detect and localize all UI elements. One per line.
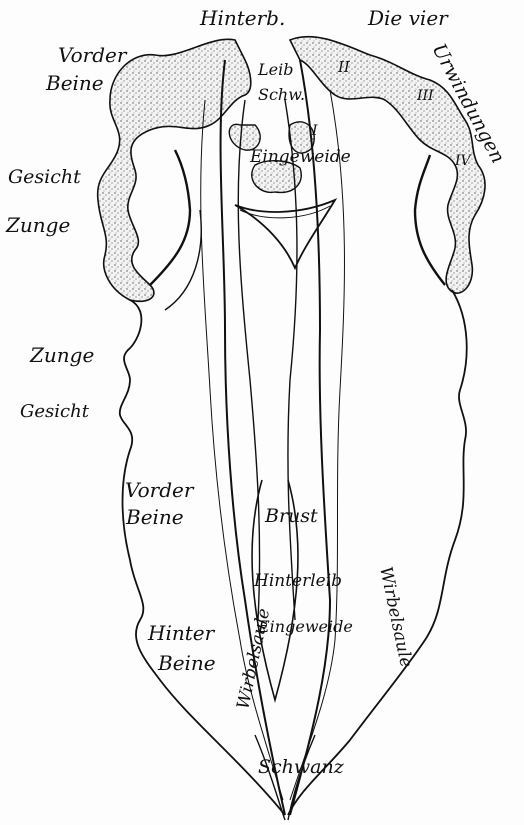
label-zunge-mid: Zunge bbox=[29, 343, 94, 367]
label-schwanz: Schwanz bbox=[258, 756, 345, 778]
label-gesicht-top: Gesicht bbox=[8, 166, 81, 188]
label-hinter: Hinter bbox=[147, 621, 216, 645]
label-zunge-top: Zunge bbox=[5, 213, 70, 237]
numeral-3: III bbox=[416, 88, 434, 104]
numeral-1: I bbox=[311, 123, 318, 139]
label-beine-top: Beine bbox=[45, 71, 104, 95]
label-hinterleib: Hinterleib bbox=[253, 571, 342, 591]
label-eingeweide-top: Eingeweide bbox=[249, 147, 351, 167]
label-beine-bottom: Beine bbox=[157, 651, 216, 675]
label-vorder-mid: Vorder bbox=[125, 478, 195, 502]
numeral-2: II bbox=[337, 58, 351, 76]
label-hinterb: Hinterb. bbox=[199, 6, 285, 30]
label-beine-mid: Beine bbox=[125, 505, 184, 529]
label-wirbelsaule-left: Wirbelsaule bbox=[233, 607, 274, 711]
label-vorder-top: Vorder bbox=[58, 43, 128, 67]
label-schw: Schw. bbox=[258, 85, 305, 104]
cortex-left bbox=[98, 39, 251, 301]
numeral-4: IV bbox=[454, 153, 473, 169]
label-leib: Leib bbox=[257, 60, 293, 79]
label-wirbelsaule-right: Wirbelsaule bbox=[375, 565, 416, 669]
label-gesicht-mid: Gesicht bbox=[20, 401, 90, 422]
label-brust: Brust bbox=[264, 505, 318, 527]
inner-crescent bbox=[235, 200, 335, 268]
label-die-vier: Die vier bbox=[367, 6, 449, 30]
